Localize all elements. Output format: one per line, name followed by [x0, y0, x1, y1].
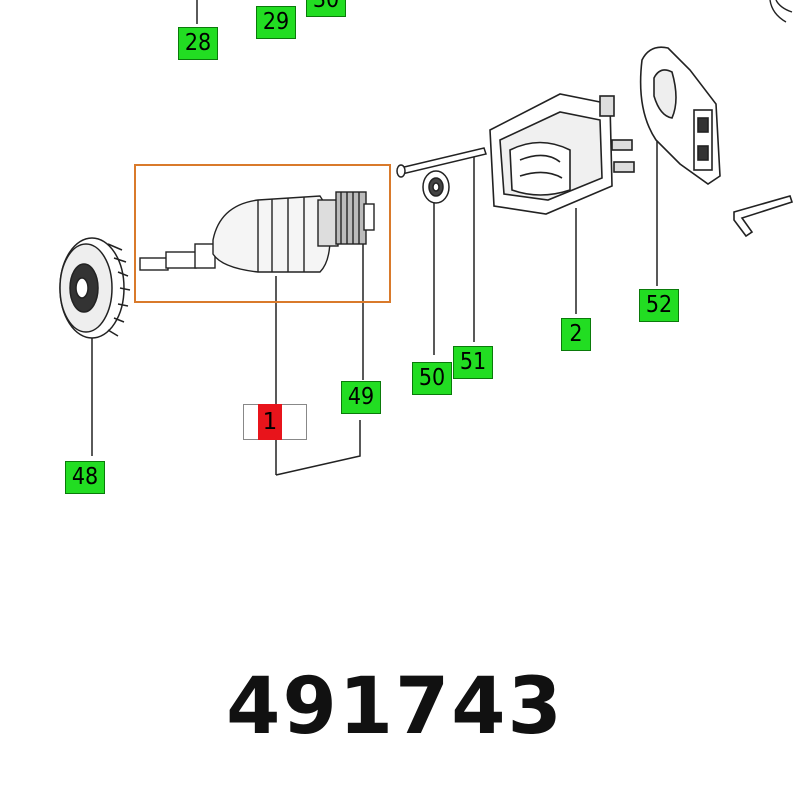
selected-callout-1[interactable]: 1: [258, 404, 282, 440]
highlight-frame: [134, 164, 391, 303]
callout-29[interactable]: 29: [256, 6, 296, 39]
part-number: 491743: [226, 662, 564, 752]
callout-51[interactable]: 51: [453, 346, 493, 379]
callout-48[interactable]: 48: [65, 461, 105, 494]
callout-30[interactable]: 30: [306, 0, 346, 17]
screw-icon: [396, 147, 487, 178]
callout-52[interactable]: 52: [639, 289, 679, 322]
leader-line-49-join: [275, 420, 361, 476]
housing-cover-icon: [639, 46, 721, 185]
callout-2[interactable]: 2: [561, 318, 591, 351]
callout-28[interactable]: 28: [178, 27, 218, 60]
callout-49[interactable]: 49: [341, 381, 381, 414]
bearing-icon: [422, 170, 450, 204]
fan-icon: [59, 237, 131, 339]
hex-key-icon: [733, 195, 794, 238]
stator-icon: [489, 93, 635, 215]
partial-part-icon: [769, 0, 793, 23]
armature-icon: [139, 191, 375, 273]
callout-50[interactable]: 50: [412, 362, 452, 395]
